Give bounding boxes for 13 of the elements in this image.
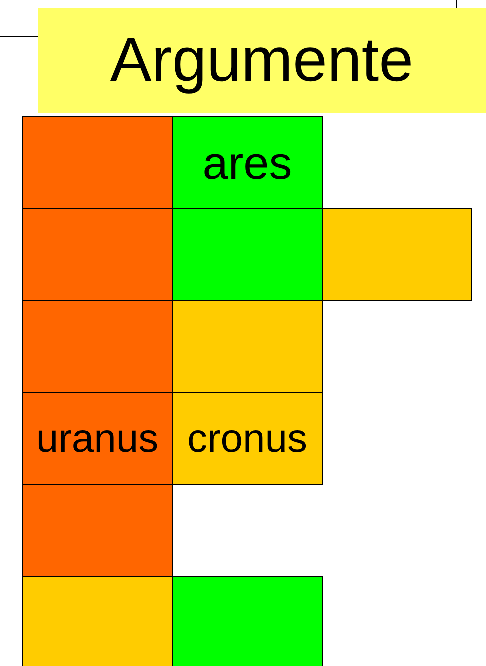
grid-cell — [172, 300, 323, 393]
grid-cell — [322, 208, 472, 301]
grid-cell — [22, 300, 173, 393]
grid-cell: cronus — [172, 392, 323, 485]
grid-cell — [172, 576, 323, 666]
grid-cell — [22, 484, 173, 577]
grid-cell — [22, 576, 173, 666]
grid-cell — [172, 208, 323, 301]
grid-cell: ares — [172, 116, 323, 209]
grid-cell: uranus — [22, 392, 173, 485]
title-banner: Argumente — [38, 8, 486, 113]
grid-cell — [22, 208, 173, 301]
grid-cell — [22, 116, 173, 209]
